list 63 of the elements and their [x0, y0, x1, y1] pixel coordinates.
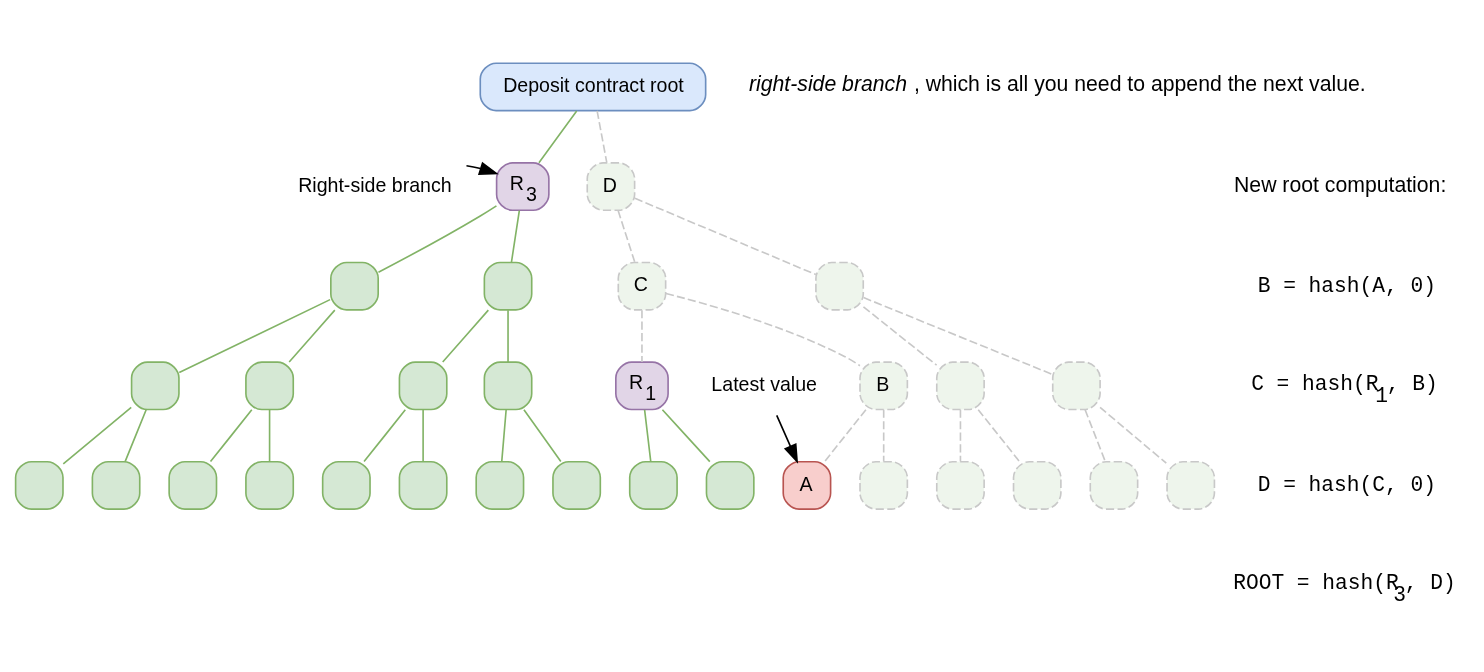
node-box	[483, 361, 533, 411]
connector	[62, 406, 133, 465]
connector	[523, 408, 562, 463]
node-box	[483, 261, 533, 311]
connector	[538, 110, 578, 164]
arrow	[775, 414, 799, 464]
node-box	[1012, 460, 1062, 510]
node-box	[330, 261, 379, 311]
node-box: Deposit contract root	[479, 62, 707, 112]
node-box	[475, 460, 525, 510]
node-box	[245, 460, 295, 510]
node-box	[552, 460, 602, 510]
node-box	[1051, 361, 1101, 411]
node-text: Right-side branch	[298, 173, 452, 196]
connector	[634, 197, 817, 276]
node-box	[130, 361, 180, 411]
label: right-side branch, which is all you need to append the next value.	[748, 71, 1366, 95]
node-text: Latest value	[711, 372, 817, 395]
label: New root computation:	[1234, 173, 1447, 197]
connector	[288, 309, 336, 363]
node-box	[398, 361, 448, 411]
node-box	[321, 460, 371, 510]
connector	[178, 298, 331, 374]
connector	[641, 309, 643, 363]
connector	[124, 408, 147, 463]
node-box	[628, 460, 678, 510]
connector	[862, 296, 1054, 376]
connector	[500, 408, 507, 463]
node-box	[1166, 460, 1216, 510]
connector	[862, 306, 938, 366]
connector	[661, 408, 711, 463]
connector	[882, 408, 885, 463]
connector	[977, 408, 1021, 463]
connector	[643, 408, 652, 463]
node-box	[91, 460, 141, 510]
node-box	[14, 460, 64, 510]
label: D = hash(C, 0)	[1257, 472, 1436, 497]
connector	[617, 209, 636, 264]
connector	[209, 408, 253, 463]
connector	[1084, 408, 1107, 463]
node-box	[398, 460, 448, 510]
label: B = hash(A, 0)	[1257, 273, 1436, 298]
node-box	[245, 361, 295, 411]
connector	[1099, 406, 1168, 464]
node-box	[935, 361, 985, 411]
node-box	[168, 460, 218, 510]
connector	[823, 408, 867, 463]
connector	[422, 408, 424, 463]
node-box	[859, 460, 909, 510]
node-box	[935, 460, 985, 510]
connector	[507, 309, 509, 363]
arrow	[465, 161, 499, 175]
connector	[268, 408, 271, 463]
connector	[441, 309, 490, 363]
node-box	[815, 261, 865, 311]
connector	[959, 408, 962, 463]
node-box	[1089, 460, 1139, 510]
connector	[596, 110, 608, 164]
connector	[510, 209, 521, 264]
node-box	[705, 460, 755, 510]
connector	[665, 292, 861, 367]
connector	[363, 408, 407, 463]
connector	[377, 205, 498, 274]
